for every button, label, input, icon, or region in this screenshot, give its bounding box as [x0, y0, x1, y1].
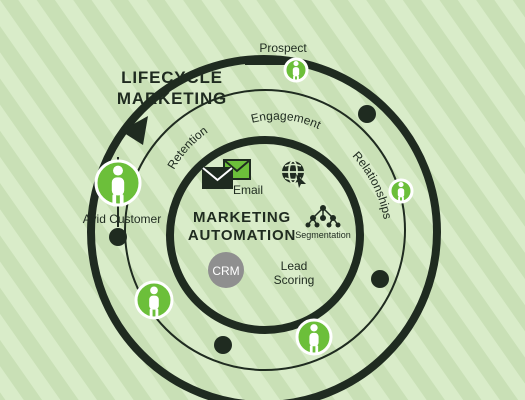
envelope-icon: [202, 159, 251, 189]
lifecycle-marketing-title: LIFECYCLE MARKETING: [117, 68, 227, 108]
outer-ring: [87, 55, 441, 400]
lower-right-marker: [371, 270, 389, 288]
outer-title-line-2: MARKETING: [117, 89, 227, 108]
crm-circle: [208, 252, 244, 288]
inner-title-line-2: AUTOMATION: [188, 227, 296, 244]
scoring-label: Scoring: [274, 273, 315, 287]
email-label: Email: [233, 183, 263, 197]
lead-scoring-group: Lead Scoring: [274, 259, 315, 287]
crm-label: CRM: [212, 264, 239, 278]
prospect-node: Prospect: [245, 41, 309, 83]
arrow-triangle-icon: [121, 116, 148, 145]
crm-badge: CRM: [208, 252, 244, 288]
person-icon: [292, 61, 300, 83]
segmentation-label: Segmentation: [295, 230, 351, 240]
person-icon: [149, 286, 159, 319]
person-icon: [397, 182, 405, 204]
bottom-right-node: [295, 318, 333, 356]
avid-customer-node: Avid Customer: [83, 157, 161, 227]
inner-title-line-1: MARKETING: [193, 209, 291, 226]
email-group: Email: [202, 159, 263, 197]
segmentation-group: Segmentation: [295, 205, 351, 240]
person-icon: [309, 324, 319, 355]
bottom-marker: [214, 336, 232, 354]
globe-icon: [282, 160, 306, 188]
left-marker: [109, 228, 127, 246]
dark-markers: [109, 105, 389, 354]
inner-ring: [166, 136, 364, 334]
network-icon: [305, 205, 341, 228]
bottom-left-node: [134, 280, 174, 320]
outer-title-line-1: LIFECYCLE: [121, 68, 223, 87]
person-icon: [111, 165, 125, 207]
upper-right-marker: [358, 105, 376, 123]
lead-label: Lead: [281, 259, 308, 273]
avid-customer-label: Avid Customer: [83, 212, 161, 226]
relationship-node: [388, 178, 414, 204]
middle-ring: [124, 89, 406, 371]
prospect-label: Prospect: [259, 41, 307, 55]
marketing-automation-title: MARKETING AUTOMATION: [188, 209, 296, 244]
